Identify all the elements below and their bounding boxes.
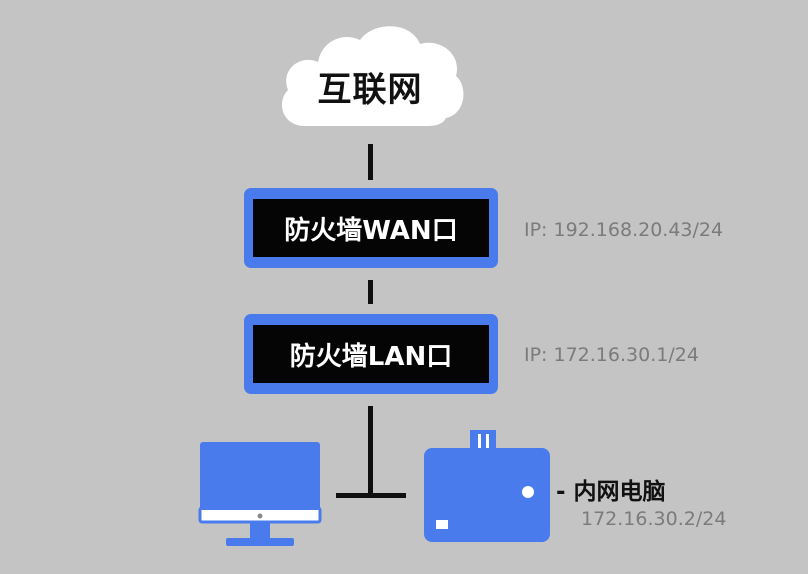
firewall-lan-label: 防火墙LAN口 [253, 325, 489, 383]
connector-line [368, 144, 373, 180]
firewall-wan-ip: IP: 192.168.20.43/24 [524, 219, 724, 241]
computer-case-icon [424, 430, 550, 542]
firewall-wan-box: 防火墙WAN口 [244, 188, 498, 268]
connector-line [368, 406, 373, 498]
connector-base-line [336, 493, 406, 498]
cloud-icon [281, 26, 464, 126]
firewall-lan-ip: IP: 172.16.30.1/24 [524, 344, 699, 366]
intranet-pc-ip: 172.16.30.2/24 [581, 508, 727, 530]
internet-label: 互联网 [317, 70, 423, 110]
firewall-lan-box: 防火墙LAN口 [244, 314, 498, 394]
firewall-wan-label: 防火墙WAN口 [253, 199, 489, 257]
intranet-pc-label: - 内网电脑 [556, 479, 666, 505]
connector-line-dash [368, 280, 373, 304]
monitor-icon [198, 442, 322, 546]
